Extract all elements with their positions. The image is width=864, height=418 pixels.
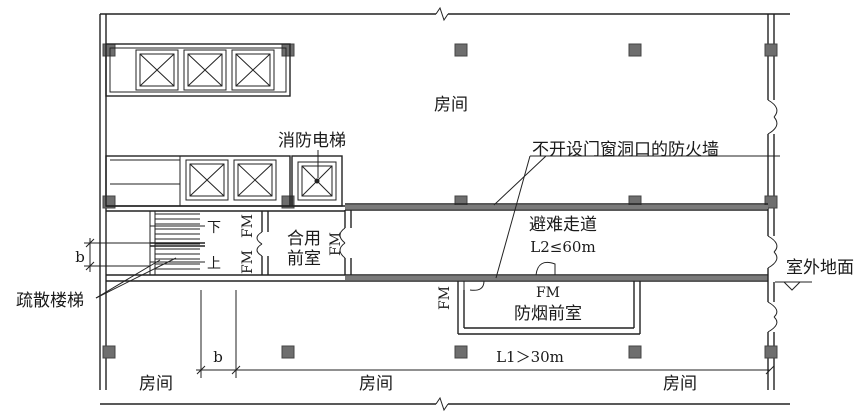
- structural-columns: [102, 43, 778, 359]
- fm-label-smoke: FM: [437, 286, 453, 310]
- fm-label-anteroom: FM: [328, 232, 344, 256]
- smoke-anteroom-label: 防烟前室: [514, 304, 582, 324]
- stair-down-label: 下: [207, 220, 221, 236]
- elevator-bank-middle: [105, 155, 343, 207]
- fm-label-stair-lower: FM: [240, 250, 256, 274]
- room-label-top: 房间: [434, 95, 468, 115]
- shared-anteroom-label-line2: 前室: [287, 249, 321, 269]
- fire-elevator-label: 消防电梯: [278, 131, 346, 151]
- fm-label-corridor: FM: [536, 285, 560, 301]
- elevator-bank-top: [105, 43, 291, 97]
- stair-up-label: 上: [207, 256, 221, 272]
- shared-anteroom-label-line1: 合用: [287, 229, 321, 249]
- firewalls: [344, 203, 768, 282]
- stair-core: [106, 205, 346, 282]
- outdoor-ground-label: 室外地面: [786, 258, 854, 278]
- ground-symbol: [775, 281, 812, 291]
- dimension-lines: [84, 238, 775, 378]
- evac-stair-label: 疏散楼梯: [16, 291, 84, 311]
- room-label-bottom-left: 房间: [139, 374, 173, 394]
- dim-b-bottom-label: b: [213, 348, 223, 366]
- room-label-bottom-mid: 房间: [359, 374, 393, 394]
- firewall-note-label: 不开设门窗洞口的防火墙: [532, 140, 719, 160]
- fm-label-stair-upper: FM: [240, 214, 256, 238]
- l2-rule-label: L2≤60m: [530, 238, 595, 256]
- room-label-bottom-right: 房间: [663, 374, 697, 394]
- refuge-corridor-label: 避难走道: [529, 215, 597, 235]
- l1-rule-label: L1＞30m: [496, 348, 564, 366]
- outer-walls: [99, 6, 790, 412]
- leader-lines: [95, 150, 780, 299]
- smoke-anteroom: [457, 261, 641, 335]
- dim-b-left-label: b: [75, 248, 85, 266]
- exterior-doors: [767, 99, 778, 333]
